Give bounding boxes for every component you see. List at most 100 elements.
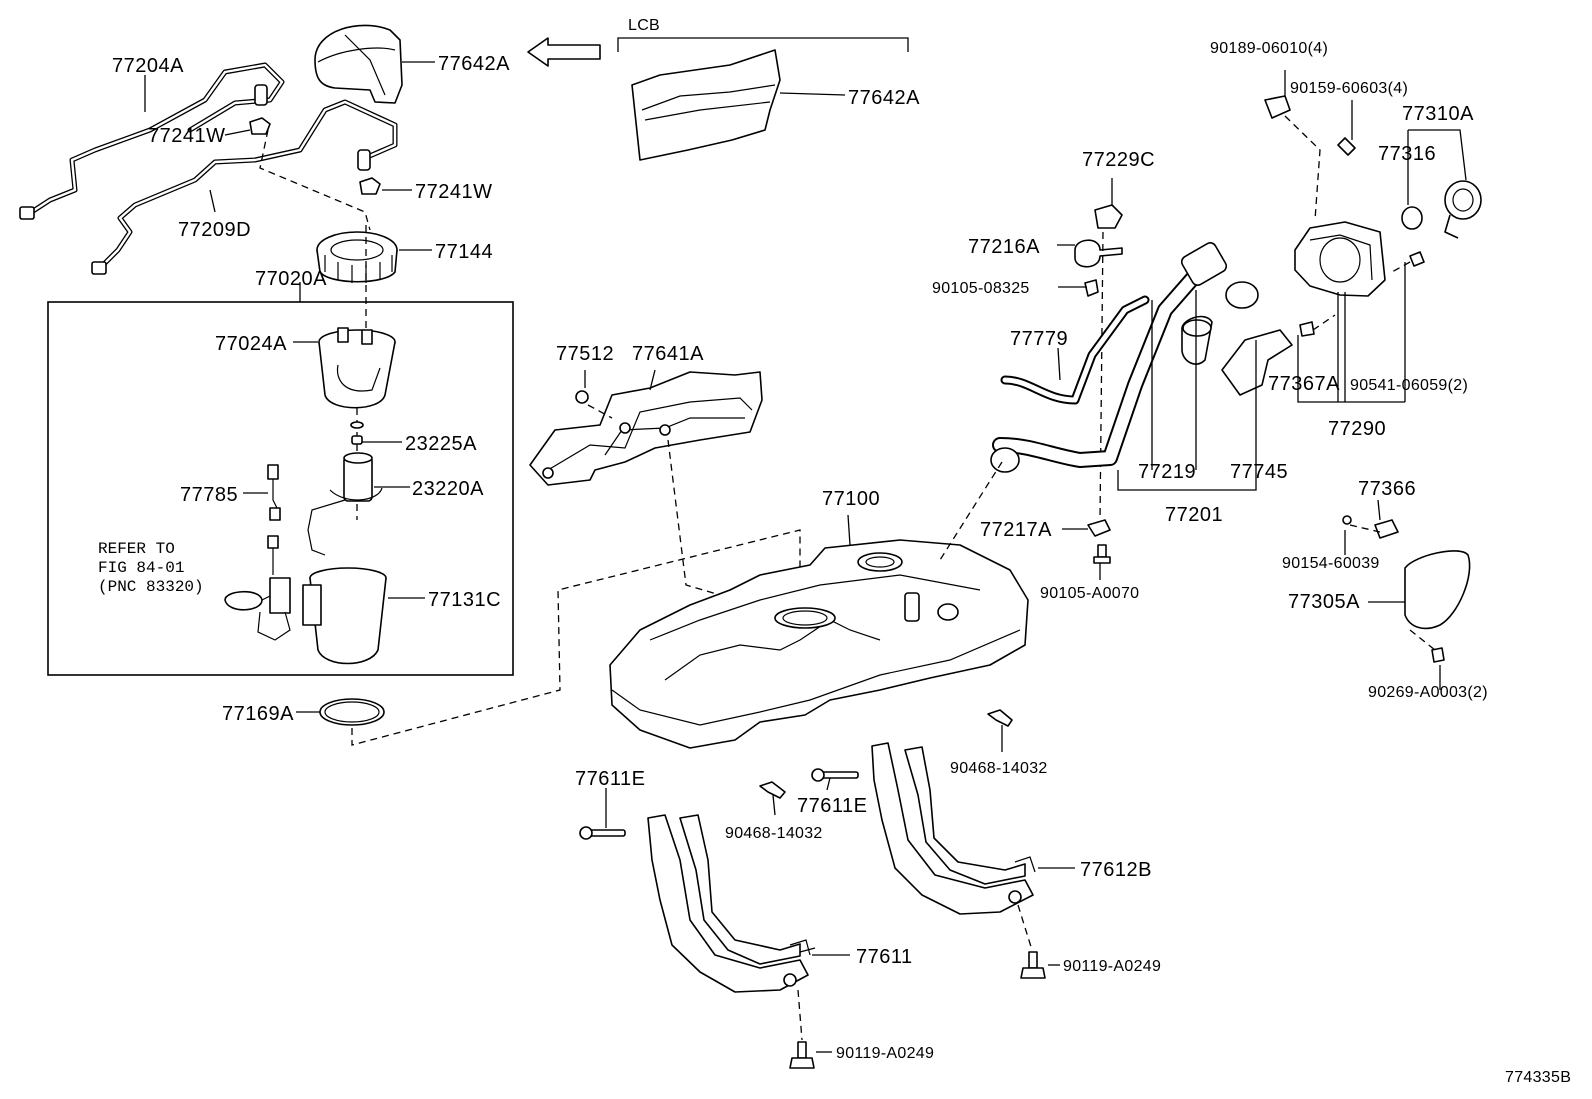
callout-77779: 77779 [1010, 328, 1068, 350]
refer-line2: FIG 84-01 [98, 559, 184, 577]
callout-lcb: LCB [628, 17, 660, 34]
callout-labels: 77204A 77642A LCB 77642A 77241W 77241W 7… [98, 17, 1571, 1086]
band-77611 [647, 814, 816, 993]
callout-77642A-cap: 77642A [438, 53, 510, 75]
callout-77612B: 77612B [1080, 859, 1152, 881]
callout-90269-A0003: 90269-A0003(2) [1368, 684, 1488, 701]
tube-77209D [91, 99, 398, 275]
bolt-90105-08325 [1084, 279, 1099, 297]
bolt-77611E-a [579, 826, 626, 840]
callout-77611E-a: 77611E [575, 768, 645, 790]
callout-77367A: 77367A [1268, 373, 1340, 395]
callout-77611E-b: 77611E [797, 795, 867, 817]
breather-hose-77779 [1000, 295, 1150, 405]
callout-77316: 77316 [1378, 143, 1436, 165]
callout-77169A: 77169A [222, 703, 294, 725]
fuel-pump-module-77024A [318, 327, 396, 409]
callout-90541-06059: 90541-06059(2) [1350, 377, 1468, 394]
callout-77641A: 77641A [632, 343, 704, 365]
callout-90154-60039: 90154-60039 [1282, 555, 1380, 572]
bolt-90119-a [789, 1041, 815, 1069]
bolt-90468-a [759, 781, 786, 799]
screw-77367A [1299, 321, 1315, 337]
callout-90468-a: 90468-14032 [725, 825, 823, 842]
callout-77100: 77100 [822, 488, 880, 510]
callout-77305A: 77305A [1288, 591, 1360, 613]
protector-77642A-cap [314, 24, 403, 104]
filler-neck [1181, 281, 1259, 365]
filler-pipe-77201 [990, 242, 1228, 473]
clamp-77229C [1094, 204, 1123, 229]
band-77612B [871, 742, 1036, 915]
callout-90119-b: 90119-A0249 [1063, 958, 1161, 975]
callout-77241W-b: 77241W [415, 181, 493, 203]
callout-77219: 77219 [1138, 461, 1196, 483]
screw-90159-60603 [1337, 137, 1356, 156]
screw-90154-60039 [1342, 515, 1352, 525]
screw-90269-A0003 [1431, 647, 1445, 663]
callout-77290: 77290 [1328, 418, 1386, 440]
clip-90189-06010 [1264, 95, 1291, 119]
heat-insulator-77641A [529, 371, 763, 486]
clamp-77216A [1074, 239, 1123, 268]
gasket-77169A [319, 698, 385, 726]
callout-77131C: 77131C [428, 589, 501, 611]
callout-77241W-a: 77241W [148, 125, 226, 147]
screw-90541 [1409, 251, 1425, 267]
diagram-id: 774335B [1505, 1069, 1571, 1086]
callout-90189-06010: 90189-06010(4) [1210, 40, 1328, 57]
filler-housing-77290 [1294, 221, 1386, 297]
assembly-box-77020A [47, 301, 514, 676]
tube-77204A [19, 62, 285, 220]
protector-77642A-lcb [631, 49, 781, 161]
callout-90105-08325: 90105-08325 [932, 280, 1030, 297]
bolt-90119-b [1020, 951, 1046, 979]
refer-line1: REFER TO [98, 540, 175, 558]
fuel-tank-77100 [609, 539, 1029, 749]
callout-90119-a: 90119-A0249 [836, 1045, 934, 1062]
cap-77310A [1444, 180, 1482, 239]
callout-77611: 77611 [856, 946, 913, 968]
refer-line3: (PNC 83320) [98, 578, 204, 596]
sender-gauge [224, 535, 291, 641]
retainer-ring-77144 [316, 231, 398, 283]
callout-23220A: 23220A [412, 478, 484, 500]
fuel-pump-23220A [307, 452, 383, 556]
fuel-cup-77131C [302, 567, 387, 665]
fuel-door-77305A [1404, 550, 1471, 630]
hinge-77366 [1374, 519, 1399, 539]
callout-90159-60603: 90159-60603(4) [1290, 80, 1408, 97]
callout-77204A: 77204A [112, 55, 184, 77]
callout-77745: 77745 [1230, 461, 1288, 483]
callout-77785: 77785 [180, 484, 238, 506]
bolt-90468-b [987, 709, 1013, 727]
leader-lines [144, 61, 1467, 1053]
callout-77209D: 77209D [178, 219, 251, 241]
callout-77512: 77512 [556, 343, 614, 365]
callout-77217A: 77217A [980, 519, 1052, 541]
callout-77201: 77201 [1165, 504, 1223, 526]
bolt-77611E-b [811, 768, 859, 782]
callout-77366: 77366 [1358, 478, 1416, 500]
wire-harness-77785 [267, 464, 281, 521]
callout-77229C: 77229C [1082, 149, 1155, 171]
lcb-arrow-icon [527, 37, 601, 67]
callout-77642A-lcb: 77642A [848, 87, 920, 109]
nut-77512 [575, 390, 589, 404]
gasket-23225A [350, 421, 364, 445]
callout-90105-A0070: 90105-A0070 [1040, 585, 1139, 602]
clip-77241W-a [249, 117, 271, 135]
clamp-77217A [1087, 519, 1111, 537]
callout-77216A: 77216A [968, 236, 1040, 258]
callout-90468-b: 90468-14032 [950, 760, 1048, 777]
callout-77024A: 77024A [215, 333, 287, 355]
callout-23225A: 23225A [405, 433, 477, 455]
clip-77241W-b [359, 177, 381, 195]
callout-77144: 77144 [435, 241, 493, 263]
bolt-90105-A0070 [1093, 544, 1111, 564]
ring-77316 [1401, 206, 1423, 230]
callout-77020A: 77020A [255, 268, 327, 290]
callout-77310A: 77310A [1402, 103, 1474, 125]
protector-77745 [1221, 329, 1293, 396]
